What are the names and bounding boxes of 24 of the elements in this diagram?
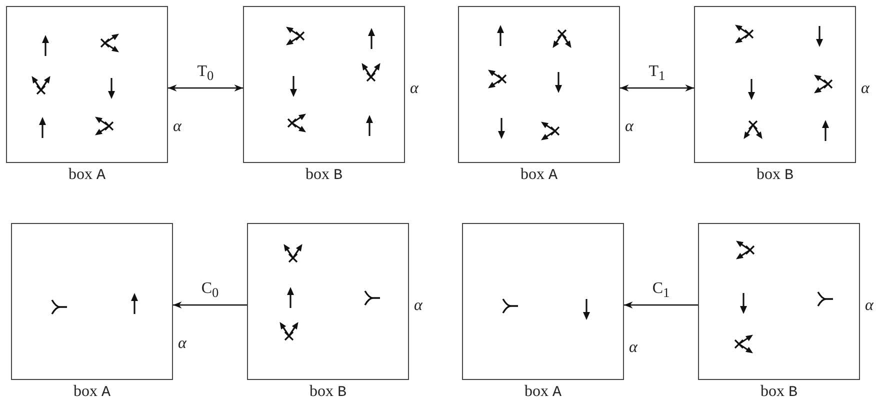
alpha-label: α xyxy=(414,298,422,314)
box-caption: box B xyxy=(309,383,346,401)
box-caption: box A xyxy=(73,383,110,401)
alpha-label: α xyxy=(861,81,870,97)
alpha-label: α xyxy=(173,119,182,135)
box-caption: box A xyxy=(520,166,558,184)
box-caption: box A xyxy=(524,383,562,401)
box-caption: box A xyxy=(68,166,106,184)
arrow xyxy=(620,84,694,92)
box-caption: box B xyxy=(756,166,794,184)
alpha-label: α xyxy=(629,340,638,356)
edge-label: C$_{1}$ xyxy=(652,281,670,300)
arrow xyxy=(168,84,243,92)
alpha-label: α xyxy=(410,81,418,97)
edge-label: T$_{0}$ xyxy=(197,64,214,83)
box-caption: box B xyxy=(305,166,342,184)
alpha-label: α xyxy=(865,298,874,314)
alpha-label: α xyxy=(625,119,634,135)
edge-label: T$_{1}$ xyxy=(648,64,666,83)
box-caption: box B xyxy=(760,383,798,401)
alpha-label: α xyxy=(178,336,186,352)
arrow xyxy=(624,302,698,308)
edge-label: C$_{0}$ xyxy=(201,281,219,300)
arrow xyxy=(173,302,247,308)
